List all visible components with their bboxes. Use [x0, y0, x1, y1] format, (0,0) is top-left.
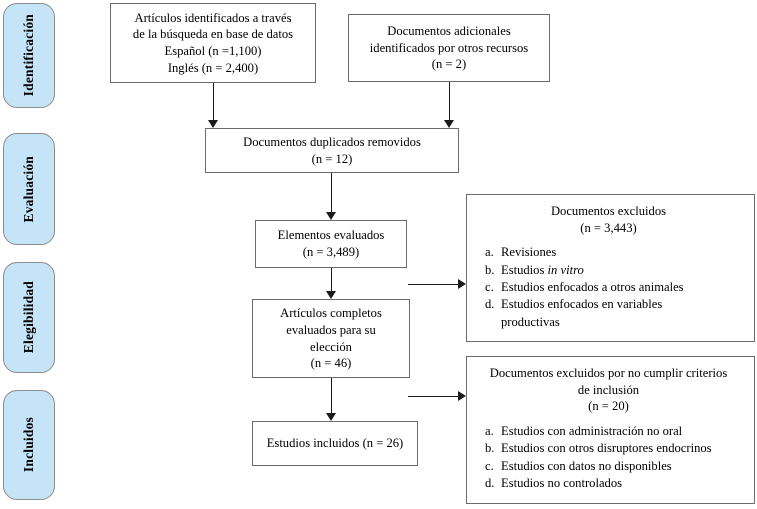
list-item-text: Estudios con administración no oral [501, 423, 683, 438]
stage-label-incluidos: Incluidos [3, 390, 55, 500]
box-line: de inclusión [577, 382, 640, 397]
arrowhead-othersources-to-duplicates [444, 120, 454, 128]
arrowhead-fulltext-to-included [326, 413, 336, 421]
box-line: Artículos completos [280, 306, 382, 321]
box-line: Artículos identificados a través [134, 10, 292, 25]
box-line: elección [310, 339, 352, 354]
box-line: (n = 3,489) [302, 245, 360, 259]
connector-fulltext-to-excluded [408, 396, 458, 397]
box-line: Inglés (n = 2,400) [167, 60, 259, 75]
list-item-text: Estudios no controlados [501, 475, 623, 490]
box-line: Elementos evaluados [277, 228, 385, 243]
box-line: (n = 3,443) [580, 220, 637, 235]
box-other-sources: Documentos adicionales identificados por… [348, 14, 550, 82]
box-line: Español (n =1,100) [164, 44, 262, 58]
box-line: evaluados para su [286, 322, 376, 337]
stage-label-elegibilidad: Elegibilidad [3, 262, 55, 373]
box-line: (n = 2) [431, 57, 467, 72]
list-item-text-plain: Estudios [501, 262, 548, 277]
list-item-text: Estudios con datos no disponibles [501, 458, 672, 473]
connector-fulltext-to-included [331, 378, 332, 413]
box-line: Documentos duplicados removidos [243, 134, 421, 149]
box-line: Documentos excluidos [550, 204, 667, 218]
list-item: b. Estudios in vitro [471, 262, 746, 279]
list-item: c. Estudios enfocados a otros animales [471, 279, 746, 296]
arrowhead-screened-to-excluded [458, 279, 466, 289]
box-excluded-eligibility: Documentos excluidos por no cumplir crit… [466, 356, 755, 504]
stage-label-text: Elegibilidad [21, 281, 37, 354]
list-item-text-italic: in vitro [547, 262, 584, 277]
excluded-screened-list: a. Revisiones b. Estudios in vitro c. Es… [471, 244, 746, 331]
stage-label-text: Evaluación [21, 155, 37, 223]
list-item-text: Estudios con otros disruptores endocrino… [501, 441, 712, 456]
box-screened: Elementos evaluados (n = 3,489) [255, 220, 407, 268]
list-item: c. Estudios con datos no disponibles [471, 458, 746, 475]
arrowhead-search-to-duplicates [208, 120, 218, 128]
arrowhead-duplicates-to-screened [326, 212, 336, 220]
box-duplicates-removed: Documentos duplicados removidos (n = 12) [205, 128, 459, 173]
list-marker: d. [485, 475, 495, 490]
list-marker: b. [485, 441, 495, 456]
connector-duplicates-to-screened [331, 173, 332, 212]
box-line: Estudios incluidos (n = 26) [266, 436, 404, 451]
list-item: d. Estudios enfocados en variables produ… [471, 296, 746, 331]
box-line: Documentos excluidos por no cumplir crit… [489, 366, 728, 380]
box-line: identificados por otros recursos [369, 40, 529, 55]
list-item-text: Revisiones [501, 245, 557, 260]
arrowhead-fulltext-to-excluded [458, 391, 466, 401]
connector-othersources-to-duplicates [449, 82, 450, 120]
list-marker: a. [485, 245, 494, 260]
stage-label-evaluacion: Evaluación [3, 133, 55, 245]
list-item: b. Estudios con otros disruptores endocr… [471, 440, 746, 457]
box-line: (n = 20) [588, 399, 629, 414]
box-included: Estudios incluidos (n = 26) [252, 421, 418, 466]
list-item-text: Estudios in vitro [501, 262, 746, 279]
box-line: (n = 12) [311, 151, 353, 166]
list-marker: d. [485, 297, 495, 312]
list-item: a. Revisiones [471, 244, 746, 261]
list-marker: c. [485, 458, 494, 473]
connector-search-to-duplicates [213, 83, 214, 120]
list-item-text: Estudios enfocados en variables producti… [501, 297, 663, 329]
list-marker: a. [485, 423, 494, 438]
box-excluded-screened: Documentos excluidos (n = 3,443) a. Revi… [466, 194, 755, 342]
box-database-search: Artículos identificados a través de la b… [110, 3, 316, 83]
connector-screened-to-excluded [408, 284, 458, 285]
box-line: de la búsqueda en base de datos [132, 27, 294, 42]
stage-label-identificacion: Identificación [3, 3, 55, 108]
list-marker: b. [485, 262, 495, 277]
list-item-text: Estudios enfocados a otros animales [501, 279, 684, 294]
list-item: a. Estudios con administración no oral [471, 423, 746, 440]
list-marker: c. [485, 279, 494, 294]
connector-screened-to-fulltext [331, 268, 332, 291]
stage-label-text: Identificación [21, 14, 37, 97]
list-item: d. Estudios no controlados [471, 475, 746, 492]
stage-label-text: Incluidos [21, 417, 37, 473]
box-full-text-assessed: Artículos completos evaluados para su el… [252, 299, 410, 378]
excluded-eligibility-list: a. Estudios con administración no oral b… [471, 423, 746, 493]
arrowhead-screened-to-fulltext [326, 291, 336, 299]
box-line: Documentos adicionales [387, 24, 511, 39]
box-line: (n = 46) [310, 356, 352, 371]
